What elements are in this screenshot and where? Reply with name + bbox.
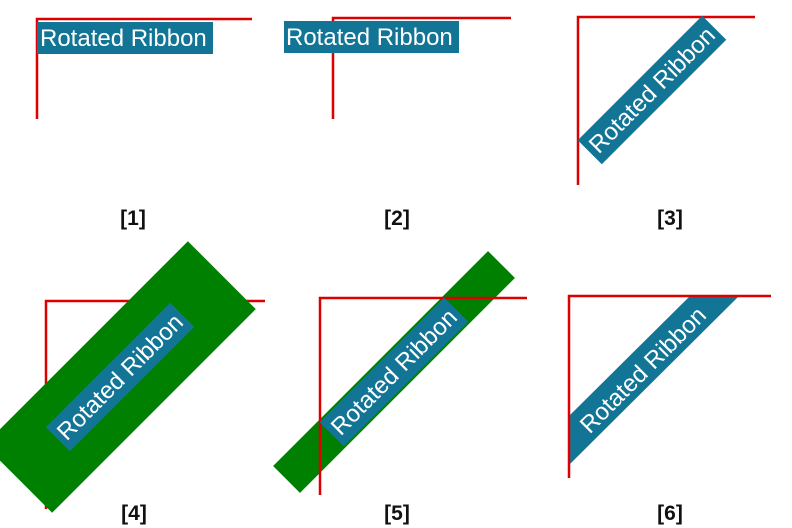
panel-5: Rotated Ribbon [5] [273, 251, 527, 525]
panel-caption: [3] [657, 207, 683, 230]
panel-caption: [4] [121, 502, 147, 525]
panel-caption: [1] [120, 207, 146, 230]
panel-3: Rotated Ribbon [3] [576, 15, 755, 230]
ribbon-band [45, 302, 195, 452]
ribbon-label: Rotated Ribbon [584, 22, 721, 159]
panel-caption: [6] [657, 502, 683, 525]
panel-caption: [2] [384, 207, 410, 230]
ribbon-band [569, 295, 740, 465]
ribbon-band [284, 21, 459, 53]
panel-caption: [5] [384, 502, 410, 525]
ribbon-band [319, 297, 469, 447]
corner-lines [567, 294, 771, 478]
ribbon-band [37, 22, 213, 54]
corner-lines [331, 16, 511, 119]
panel-1: Rotated Ribbon [1] [35, 17, 252, 230]
corner-lines [318, 296, 527, 495]
ribbon-label: Rotated Ribbon [575, 302, 712, 439]
ribbon-band [577, 15, 727, 165]
ribbon-label: Rotated Ribbon [286, 24, 453, 51]
ribbon-label: Rotated Ribbon [40, 25, 207, 52]
corner-lines [576, 15, 755, 185]
corner-lines [35, 17, 252, 119]
ribbon-label: Rotated Ribbon [326, 304, 463, 441]
panel-6: Rotated Ribbon [6] [567, 294, 771, 525]
panel-2: Rotated Ribbon [2] [284, 16, 511, 230]
panel-4: Rotated Ribbon [4] [0, 241, 265, 525]
